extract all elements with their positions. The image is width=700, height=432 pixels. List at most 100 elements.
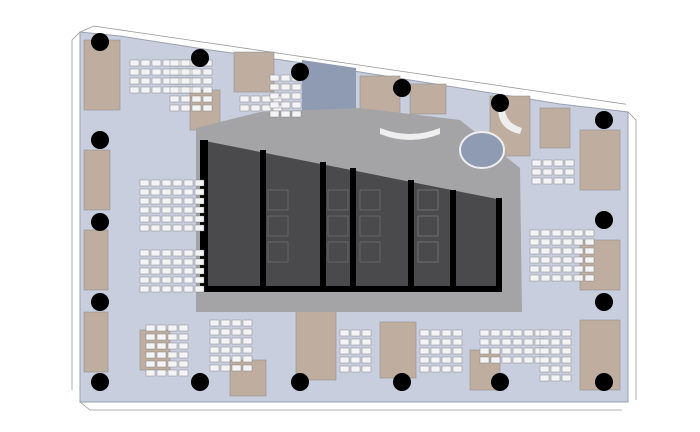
desk [561,338,572,346]
desk [542,159,553,167]
desk [561,374,572,382]
desk [178,333,189,341]
desk [339,365,350,373]
desk [529,229,540,237]
desk [161,197,172,205]
desk [145,333,156,341]
desk [183,215,194,223]
desk [419,347,430,355]
desk [202,104,213,112]
perimeter-rooms [83,39,621,397]
column [491,94,509,112]
desk [531,177,542,185]
desk [452,365,463,373]
desk [551,256,562,264]
column [491,373,509,391]
column [91,33,109,51]
desk [441,365,452,373]
elevator-shaft [417,241,439,263]
office-room [379,321,417,379]
desk [172,224,183,232]
desk [501,338,512,346]
desk [231,337,242,345]
desk [172,179,183,187]
elevator-shaft [267,241,289,263]
office-room [233,51,275,93]
column [291,373,309,391]
elevator-shaft [417,189,439,211]
desk [150,215,161,223]
column [595,111,613,129]
desk [512,338,523,346]
elevator-shaft [359,215,381,237]
desk [169,77,180,85]
office-room [579,129,621,191]
desk [169,59,180,67]
desk [564,177,575,185]
desk [129,59,140,67]
desk [167,333,178,341]
desk [194,276,205,284]
desk [161,285,172,293]
desk [183,285,194,293]
desk [280,110,291,118]
desk [562,238,573,246]
desk [564,159,575,167]
elevator-shaft [359,189,381,211]
office-room [409,83,447,115]
desk [280,83,291,91]
desk [231,346,242,354]
facade-right [627,111,637,400]
desk [539,365,550,373]
desk [573,247,584,255]
desk [150,267,161,275]
desk [220,346,231,354]
column [91,213,109,231]
column [595,293,613,311]
desk [239,104,250,112]
column [595,211,613,229]
desk [551,247,562,255]
desk [140,59,151,67]
desk [542,177,553,185]
structural-columns [91,33,613,391]
desk [531,168,542,176]
desk [553,168,564,176]
desk [178,351,189,359]
desk [501,329,512,337]
desk [191,77,202,85]
column [91,131,109,149]
desk [441,356,452,364]
desk [151,77,162,85]
desk [430,329,441,337]
desk [479,347,490,355]
desk [161,249,172,257]
desk [490,338,501,346]
desk [562,274,573,282]
reception-desk [380,128,440,140]
elevator-shaft [327,241,349,263]
desk [183,249,194,257]
elevator-shaft [327,189,349,211]
desk [291,101,302,109]
desk [562,256,573,264]
column [191,373,209,391]
elevator-shaft [417,215,439,237]
desk [242,355,253,363]
desk [419,356,430,364]
desk [150,249,161,257]
desk [584,265,595,273]
desk [452,329,463,337]
desk [550,347,561,355]
desk [562,229,573,237]
desk [551,274,562,282]
desk [139,188,150,196]
desk [183,258,194,266]
desk [539,347,550,355]
desk [172,276,183,284]
column [595,373,613,391]
desk [209,346,220,354]
desk [350,338,361,346]
desk [553,159,564,167]
desk [430,338,441,346]
